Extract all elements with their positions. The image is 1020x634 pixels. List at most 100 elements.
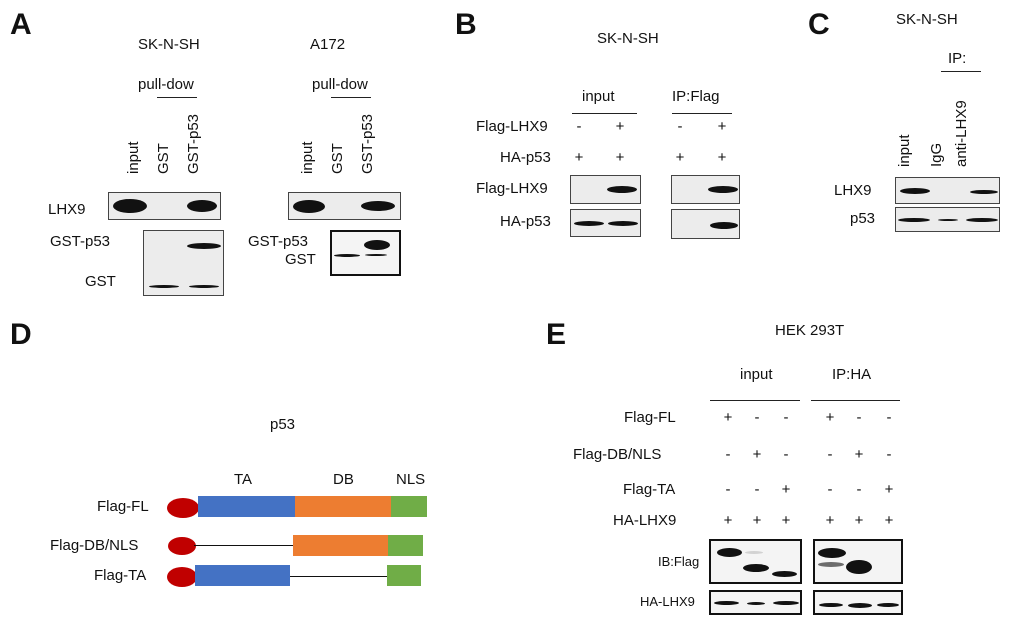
a2-row-gst-p53: GST-p53 [248,233,309,250]
b-sign: + [615,118,625,135]
a2-blot-gst [330,230,401,276]
e-cond-flag-fl: Flag-FL [624,409,676,426]
b-blot-ip-flag [671,175,740,204]
c-blot-p53 [895,207,1000,232]
d-dbnls-db [293,535,388,556]
b-sign: - [677,118,683,135]
e-cond-ha-lhx9: HA-LHX9 [613,512,677,529]
c-row-p53: p53 [850,210,876,227]
b-group-input: input [582,88,615,105]
e-sign: - [783,409,789,426]
d-construct-db-nls: Flag-DB/NLS [50,537,139,554]
b-group-line-ip [672,113,732,114]
c-lane-anti-lhx9: anti-LHX9 [953,100,970,167]
d-ta-nls [387,565,421,586]
e-cell-line: HEK 293T [775,322,845,339]
e-cond-flag-db-nls: Flag-DB/NLS [573,446,662,463]
b-blot-input-ha [570,209,641,237]
e-sign: + [752,512,762,529]
b-row-ha-p53: HA-p53 [500,213,551,230]
e-blot-ip-flag [813,539,903,584]
e-cond-flag-ta: Flag-TA [623,481,676,498]
a-group-line-2 [331,97,371,98]
b-sign: + [615,149,625,166]
e-sign: - [783,446,789,463]
c-group-label: IP: [948,50,967,67]
b-blot-input-flag [570,175,641,204]
e-sign: - [886,409,892,426]
e-group-line-ip [811,400,900,401]
b-sign: - [576,118,582,135]
e-sign: - [725,446,731,463]
c-lane-input: input [896,134,913,167]
e-sign: + [854,446,864,463]
e-row-ib-flag: IB:Flag [658,554,700,569]
d-fl-nls [391,496,427,517]
e-sign: + [781,481,791,498]
d-title: p53 [270,416,296,433]
b-blot-ip-ha [671,209,740,239]
a2-blot-lhx9 [288,192,401,220]
b-sign: + [675,149,685,166]
b-cell-line: SK-N-SH [597,30,659,47]
e-sign: - [856,481,862,498]
e-blot-ip-ha [813,590,903,615]
e-sign: + [854,512,864,529]
e-sign: - [725,481,731,498]
e-blot-input-flag [709,539,802,584]
e-blot-input-ha [709,590,802,615]
c-lane-igg: IgG [928,142,945,167]
panel-label-c: C [808,8,830,41]
a1-row-gst: GST [85,273,116,290]
panel-label-d: D [10,318,32,351]
panel-label-e: E [546,318,567,351]
d-fl-db [295,496,391,517]
panel-label-a: A [10,8,32,41]
a-group-line-1 [157,97,197,98]
e-sign: + [825,512,835,529]
a-cell-line-2: A172 [310,36,346,53]
b-sign: + [574,149,584,166]
b-group-line-input [572,113,637,114]
a-cell-line-1: SK-N-SH [138,36,200,53]
a-group-label-2: pull-dow [312,76,368,93]
a1-row-gst-p53: GST-p53 [50,233,111,250]
e-group-ip-ha: IP:HA [832,366,872,383]
panel-label-b: B [455,8,477,41]
a1-lane-gst: GST [155,143,172,174]
d-domain-db: DB [333,471,354,488]
a2-lane-input: input [299,141,316,174]
e-sign: - [856,409,862,426]
e-sign: + [825,409,835,426]
c-blot-lhx9 [895,177,1000,204]
d-ta-flag-tag [167,567,197,587]
b-cond-ha-p53: HA-p53 [500,149,551,166]
b-row-flag-lhx9: Flag-LHX9 [476,180,548,197]
c-cell-line: SK-N-SH [896,11,958,28]
d-construct-fl: Flag-FL [97,498,149,515]
e-sign: + [723,409,733,426]
a-group-label-1: pull-dow [138,76,194,93]
e-group-input: input [740,366,773,383]
e-sign: - [827,481,833,498]
d-domain-nls: NLS [396,471,426,488]
a2-row-gst: GST [285,251,316,268]
d-ta-linker [290,576,387,577]
b-sign: + [717,149,727,166]
c-row-lhx9: LHX9 [834,182,872,199]
e-sign: + [752,446,762,463]
e-sign: + [781,512,791,529]
e-sign: - [754,409,760,426]
e-sign: - [886,446,892,463]
b-group-ip-flag: IP:Flag [672,88,720,105]
d-fl-flag-tag [167,498,199,518]
e-sign: - [827,446,833,463]
e-sign: + [884,481,894,498]
a1-blot-lhx9 [108,192,221,220]
c-group-line [941,71,981,72]
d-dbnls-linker [194,545,293,546]
e-sign: + [884,512,894,529]
d-ta-ta [195,565,290,586]
a2-lane-gst: GST [329,143,346,174]
